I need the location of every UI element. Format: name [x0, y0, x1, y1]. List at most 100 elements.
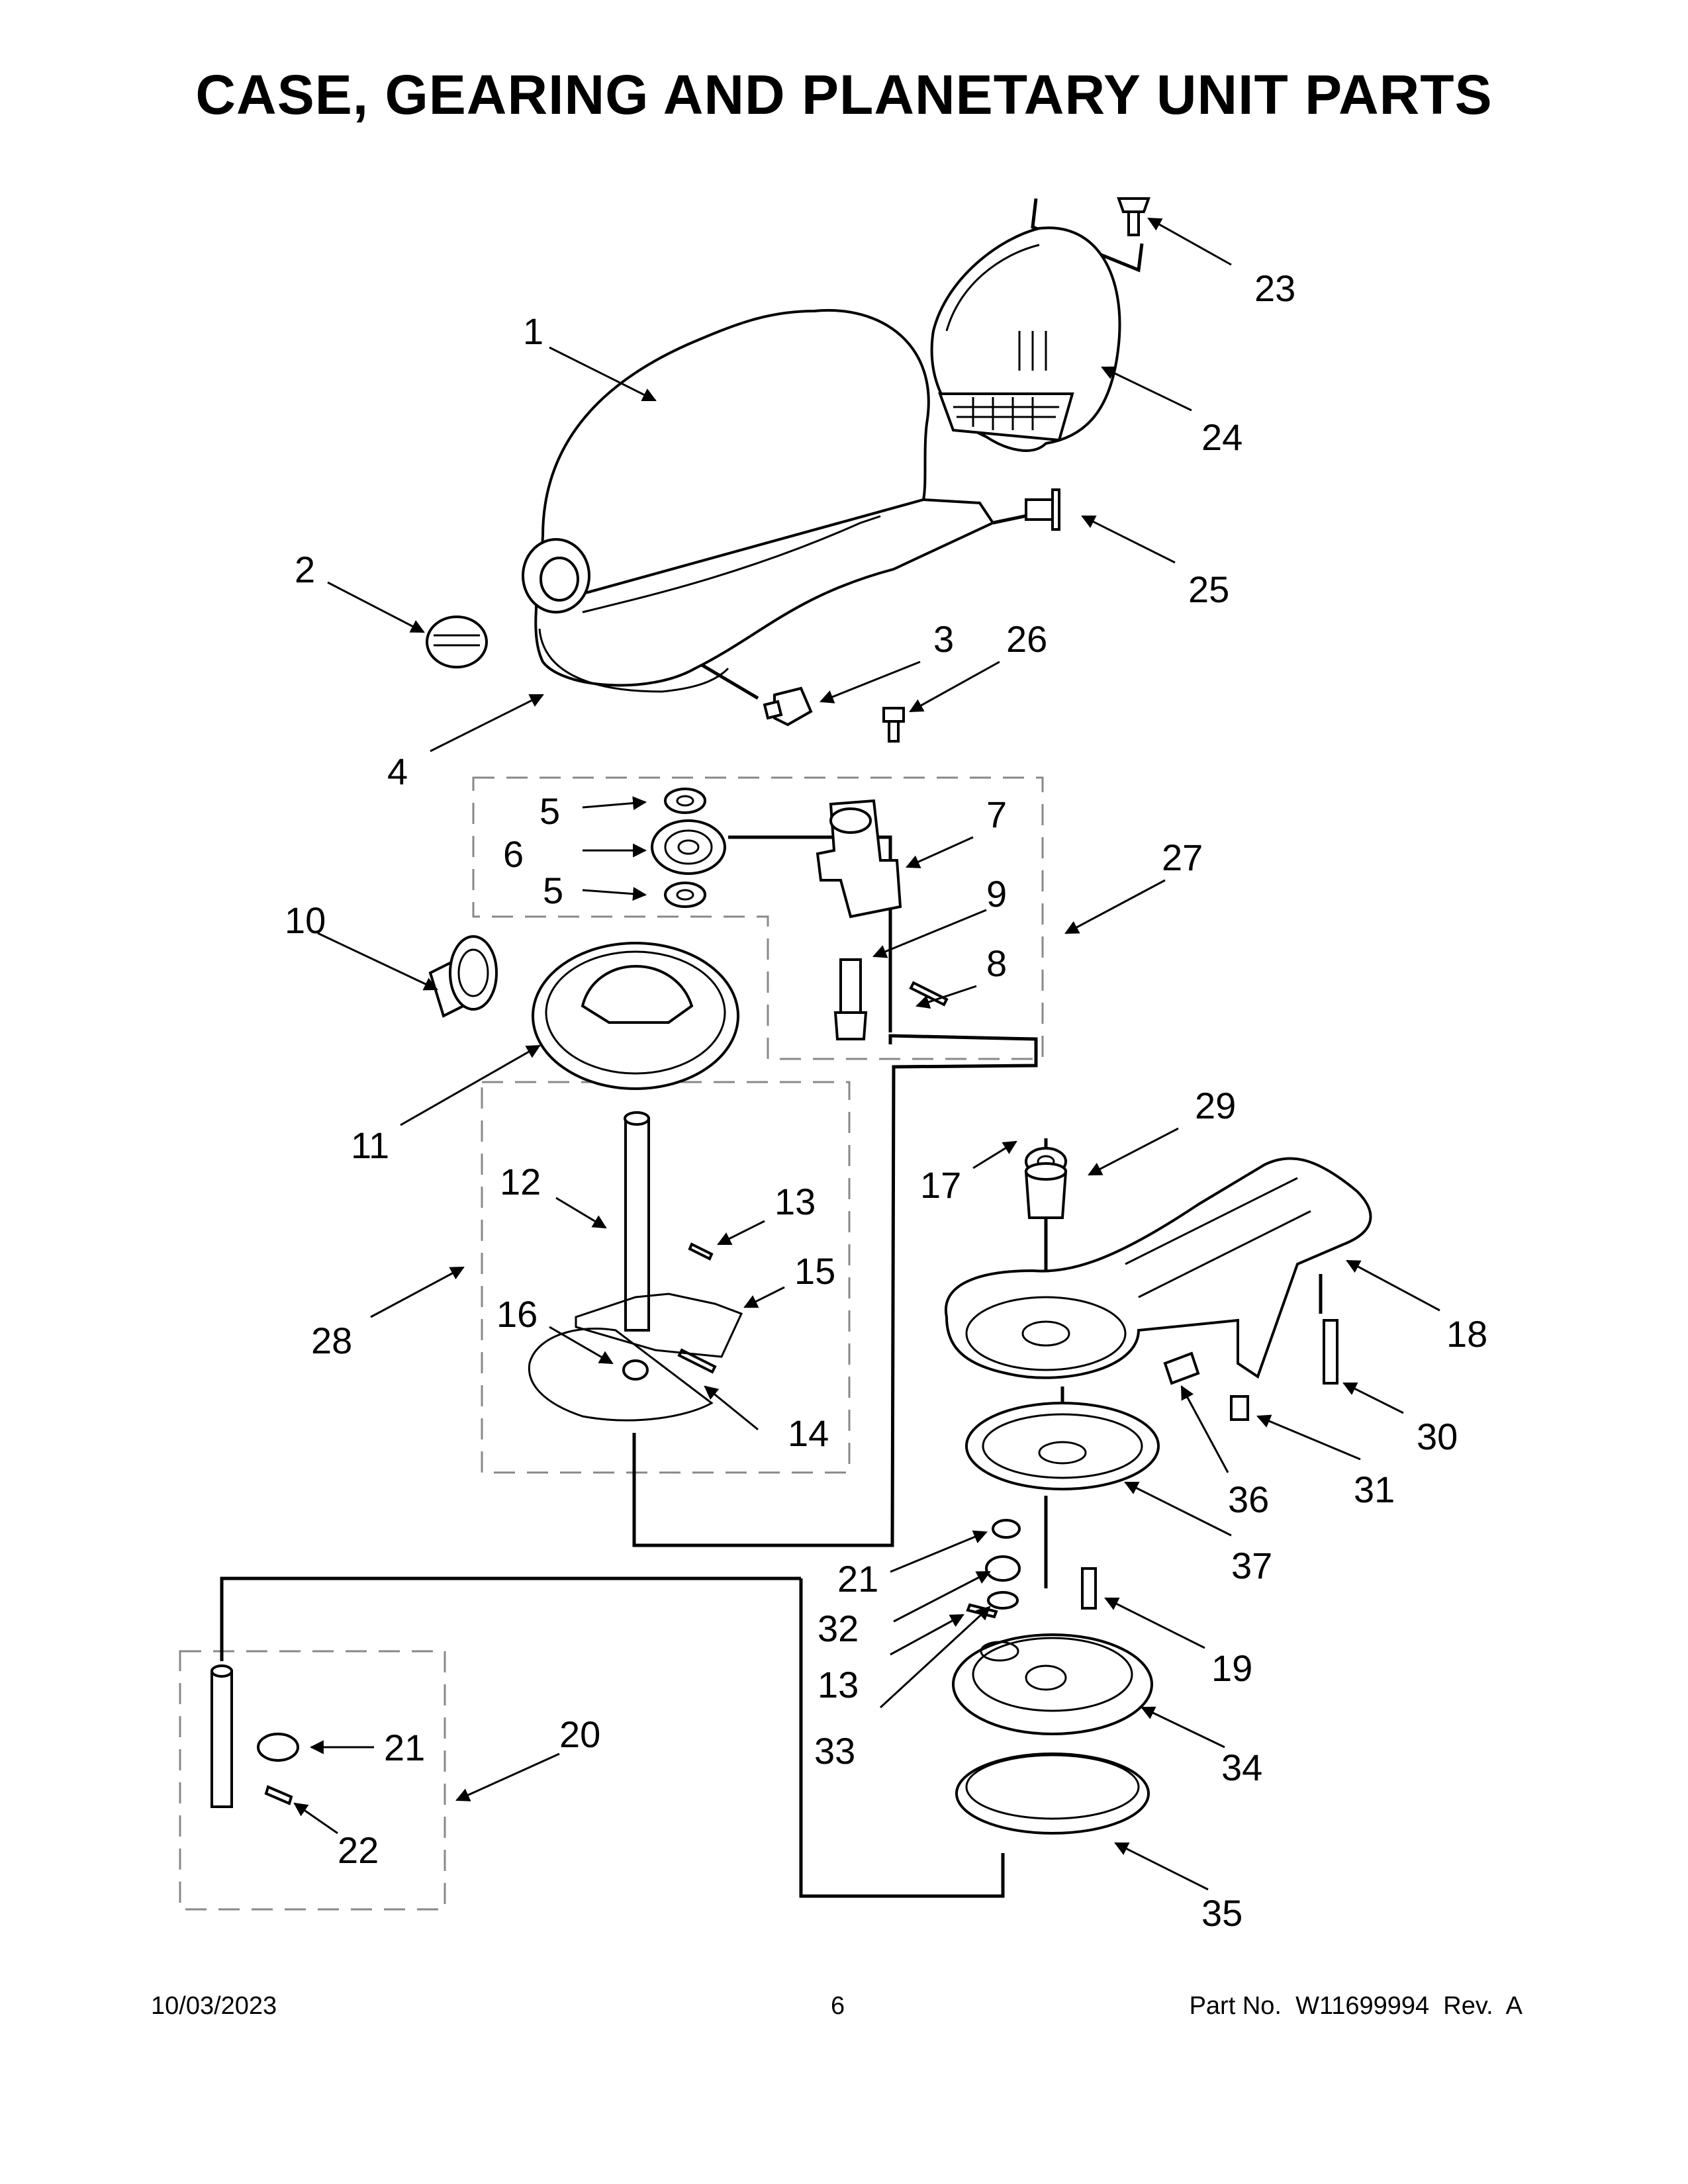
arrow-1 [549, 346, 657, 402]
screw-36 [1163, 1351, 1200, 1385]
arrow-13b [890, 1614, 964, 1656]
arrow-20 [455, 1752, 560, 1801]
callout-29: 29 [1195, 1085, 1236, 1126]
callout-15: 15 [794, 1250, 835, 1292]
arrow-14 [704, 1385, 759, 1431]
arrow-19 [1104, 1597, 1205, 1649]
knob-2 [426, 615, 488, 668]
arrow-33 [879, 1606, 991, 1709]
knob-2-grip [434, 634, 480, 647]
callout-26: 26 [1006, 618, 1047, 660]
callout-12: 12 [500, 1161, 541, 1203]
callout-3: 3 [933, 618, 954, 660]
callout-16: 16 [496, 1293, 538, 1335]
callout-34: 34 [1221, 1747, 1262, 1788]
page-title: CASE, GEARING AND PLANETARY UNIT PARTS [195, 64, 1493, 126]
pin-13-upper [688, 1242, 714, 1261]
pinion-32 [985, 1555, 1021, 1582]
arrow-9 [872, 909, 987, 958]
arrow-31 [1256, 1414, 1361, 1461]
arrow-25 [1081, 515, 1176, 564]
callout-27: 27 [1162, 837, 1203, 878]
arrow-30 [1342, 1382, 1404, 1414]
callout-18: 18 [1446, 1313, 1487, 1355]
arrow-32 [893, 1570, 991, 1623]
shaft-12-group [528, 1111, 743, 1422]
motor-housing-case [522, 309, 995, 687]
gear-6-hub [677, 839, 700, 855]
connector-27 [728, 835, 892, 1032]
ring-gear-37-teeth [982, 1413, 1143, 1479]
ring-4 [538, 628, 729, 693]
rear-cover [930, 226, 1121, 452]
case-hub-inner [539, 557, 579, 602]
arrow-11 [400, 1044, 541, 1126]
gear-6 [651, 819, 726, 875]
callout-23: 23 [1254, 267, 1295, 309]
callout-30: 30 [1417, 1416, 1458, 1457]
gear-case-18-hub [1021, 1320, 1070, 1347]
callout-33: 33 [814, 1730, 855, 1772]
case-seam [582, 515, 881, 614]
connector-20-bottom [799, 1578, 1005, 1898]
rear-cover-inner-rim [945, 244, 1040, 332]
worm-shaft-9 [839, 958, 862, 1014]
arrow-21b [890, 1530, 988, 1573]
arrow-13a [717, 1220, 765, 1246]
ring-35-inner [965, 1754, 1140, 1820]
gear-case-18-bore [965, 1296, 1127, 1371]
callout-labels: 1 2 3 4 5 6 5 7 8 9 10 11 12 13 14 15 16… [285, 267, 1487, 1934]
gear-10-teeth [457, 948, 489, 997]
arrow-27 [1064, 879, 1166, 934]
callout-9: 9 [986, 873, 1007, 915]
ring-35 [955, 1752, 1150, 1835]
callout-20: 20 [559, 1713, 600, 1755]
ring-gear-37-hub [1038, 1441, 1087, 1465]
arrow-37 [1124, 1481, 1232, 1537]
footer-part-number: Part No. W11699994 Rev. A [1189, 1992, 1523, 2020]
washer-5-bottom-hole [676, 889, 694, 901]
callout-7: 7 [986, 794, 1007, 835]
callout-11: 11 [351, 1124, 389, 1166]
arrow-29 [1088, 1127, 1179, 1176]
callout-17: 17 [920, 1164, 961, 1206]
ring-gear-37 [965, 1402, 1160, 1490]
callout-24: 24 [1201, 416, 1243, 458]
callout-31: 31 [1354, 1469, 1395, 1510]
callout-14: 14 [788, 1412, 829, 1454]
callout-21-right: 21 [837, 1558, 878, 1600]
rear-cover-slots [953, 331, 1059, 430]
arrow-3 [820, 660, 921, 704]
arrow-5a [582, 796, 647, 811]
arrow-8 [915, 985, 977, 1009]
arrow-12 [555, 1197, 607, 1229]
screw-25 [1025, 488, 1060, 531]
screws [882, 197, 1150, 743]
ring-16 [622, 1359, 649, 1381]
screw-26 [882, 707, 905, 743]
gasket-15 [575, 1293, 743, 1358]
arrow-7 [906, 836, 974, 868]
arrow-28 [370, 1266, 465, 1318]
arrow-23 [1147, 217, 1232, 266]
set-screw-31 [1230, 1395, 1249, 1421]
connector-20-top [220, 1576, 801, 1661]
arrow-24 [1101, 366, 1192, 412]
footer-page-number: 6 [831, 1992, 845, 2020]
arrow-26 [909, 660, 1000, 713]
callout-21-left: 21 [384, 1727, 425, 1768]
pin-14 [677, 1348, 717, 1374]
arrow-15 [743, 1286, 785, 1308]
washer-33 [987, 1591, 1019, 1610]
screw-23 [1117, 197, 1150, 236]
planetary-34-hub [1025, 1664, 1067, 1691]
retaining-ring-21-left [257, 1733, 299, 1762]
shaft-20 [211, 1670, 233, 1808]
hinge-pin-3-tip [763, 700, 783, 720]
arrow-10 [317, 932, 438, 991]
shaft-20-group [211, 1664, 299, 1808]
callout-4: 4 [387, 751, 408, 792]
planetary-34-gear [980, 1641, 1019, 1662]
callout-2: 2 [295, 549, 315, 590]
